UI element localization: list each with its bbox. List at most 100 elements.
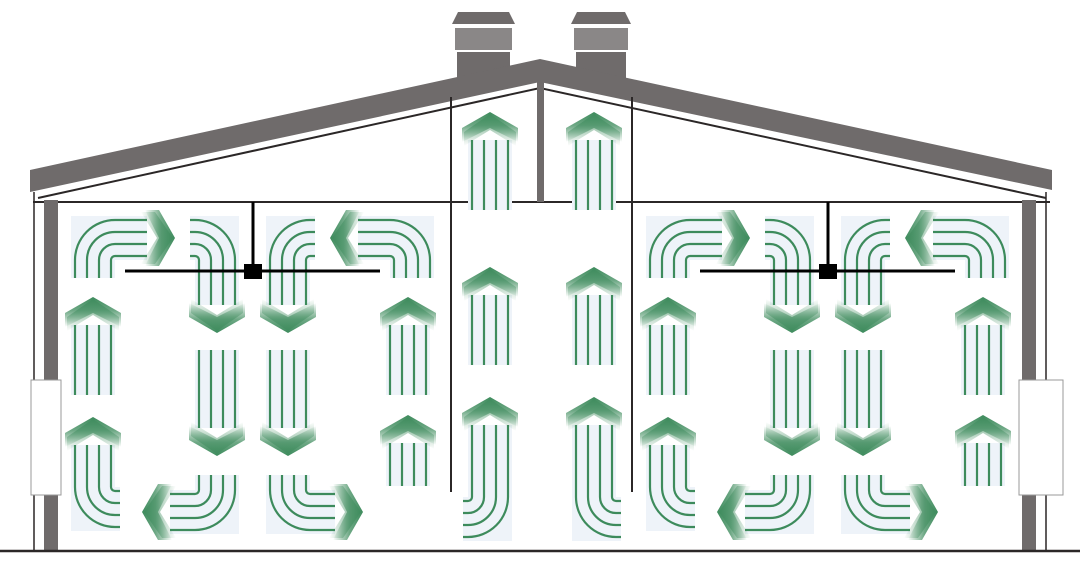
ceiling-fan-icon (700, 202, 955, 279)
arrowhead-shape (141, 212, 173, 264)
airflow-line (358, 254, 396, 278)
left-wall (30, 192, 62, 550)
arrowhead-shape (67, 419, 119, 451)
airflow-tint (468, 295, 512, 365)
airflow-line (358, 230, 420, 278)
airflow-tint (71, 325, 115, 395)
airflow-line (574, 425, 621, 539)
arrowhead (189, 422, 245, 456)
arrowhead-shape (716, 212, 748, 264)
airflow-tint (961, 325, 1005, 395)
airflow-tint (646, 325, 690, 395)
airflow-line (843, 218, 890, 305)
airflow-line (684, 254, 722, 278)
airflow-line (672, 242, 722, 278)
airflow-line (170, 475, 201, 496)
arrowhead (462, 397, 518, 431)
wall-column-lower (44, 495, 58, 550)
airflow-line (190, 254, 201, 305)
airflow-arrow-up-icon (955, 297, 1011, 395)
airflow-line (660, 230, 722, 278)
wall-column-lower (1022, 495, 1036, 550)
airflow-line (109, 254, 147, 278)
airflow-tint (358, 216, 434, 278)
arrowhead (380, 415, 436, 449)
airflow-line (73, 218, 147, 278)
airflow-line (586, 425, 621, 527)
airflow-line (933, 230, 995, 278)
airflow-arrow-bend-icon (266, 475, 363, 540)
arrowhead-shape (568, 399, 620, 431)
wall-window (30, 379, 62, 496)
airflow-line (463, 425, 498, 527)
arrowhead (640, 417, 696, 451)
airflow-arrow-up-icon (640, 297, 696, 395)
arrowhead-shape (719, 486, 751, 538)
arrowhead (380, 297, 436, 331)
wall-column-upper (44, 200, 58, 380)
airflow-arrow-down-icon (189, 350, 245, 456)
airflow-arrow-bend-icon (835, 216, 891, 333)
airflow-tint (841, 350, 885, 428)
airflow-tint (266, 216, 315, 305)
fans (125, 202, 955, 279)
airflow-line (745, 475, 812, 532)
arrowhead-shape (262, 299, 314, 331)
airflow-line (170, 475, 225, 520)
airflow-tint (572, 295, 616, 365)
airflow-arrow-bend-icon (640, 417, 696, 531)
arrowhead-shape (464, 269, 516, 301)
airflow-arrow-bend-icon (566, 397, 622, 541)
arrowhead-shape (766, 422, 818, 454)
arrowhead (764, 422, 820, 456)
airflow-line (304, 254, 315, 305)
airflow-line (648, 218, 722, 278)
arrowhead-shape (568, 269, 620, 301)
airflow-line (85, 445, 120, 517)
airflow-line (463, 425, 510, 539)
airflow-line (73, 445, 120, 529)
airflow-arrow-up-icon (380, 297, 436, 395)
airflow-line (610, 425, 621, 503)
airflow-tint (572, 425, 621, 541)
arrowhead (260, 422, 316, 456)
airflow-line (358, 218, 432, 278)
airflow-tint (765, 216, 814, 305)
airflow-tint (841, 475, 910, 534)
airflow-line (190, 218, 237, 305)
airflow-arrow-up-icon (566, 112, 622, 210)
airflow-line (879, 254, 890, 305)
airflow-arrow-down-icon (835, 350, 891, 456)
arrowhead-shape (329, 486, 361, 538)
arrowhead-shape (642, 299, 694, 331)
airflow-line (855, 230, 890, 305)
airflow-tint (770, 350, 814, 428)
airflow-line (765, 254, 776, 305)
airflow-tint (468, 140, 512, 210)
airflow-line (463, 425, 474, 503)
airflow-line (97, 445, 120, 505)
arrowhead-shape (642, 419, 694, 451)
airflow-arrow-bend-icon (717, 475, 814, 540)
airflow-tint (71, 445, 120, 531)
airflow-line (97, 242, 147, 278)
arrowhead-shape (837, 299, 889, 331)
airflow-line (745, 475, 776, 496)
airflow-arrow-down-icon (260, 350, 316, 456)
arrowhead-shape (766, 299, 818, 331)
airflow-line (672, 445, 695, 505)
arrowhead (566, 397, 622, 431)
airflow-tint (195, 350, 239, 428)
arrowhead (905, 210, 939, 266)
airflow-line (684, 445, 695, 493)
arrowhead (189, 299, 245, 333)
airflow-line (745, 475, 800, 520)
fan-motor (819, 264, 837, 279)
airflow-tint (463, 425, 512, 541)
arrowhead-shape (837, 422, 889, 454)
arrowhead (142, 484, 176, 540)
arrowhead (462, 267, 518, 301)
airflow-line (933, 218, 1007, 278)
wall-column-upper (1022, 200, 1036, 380)
